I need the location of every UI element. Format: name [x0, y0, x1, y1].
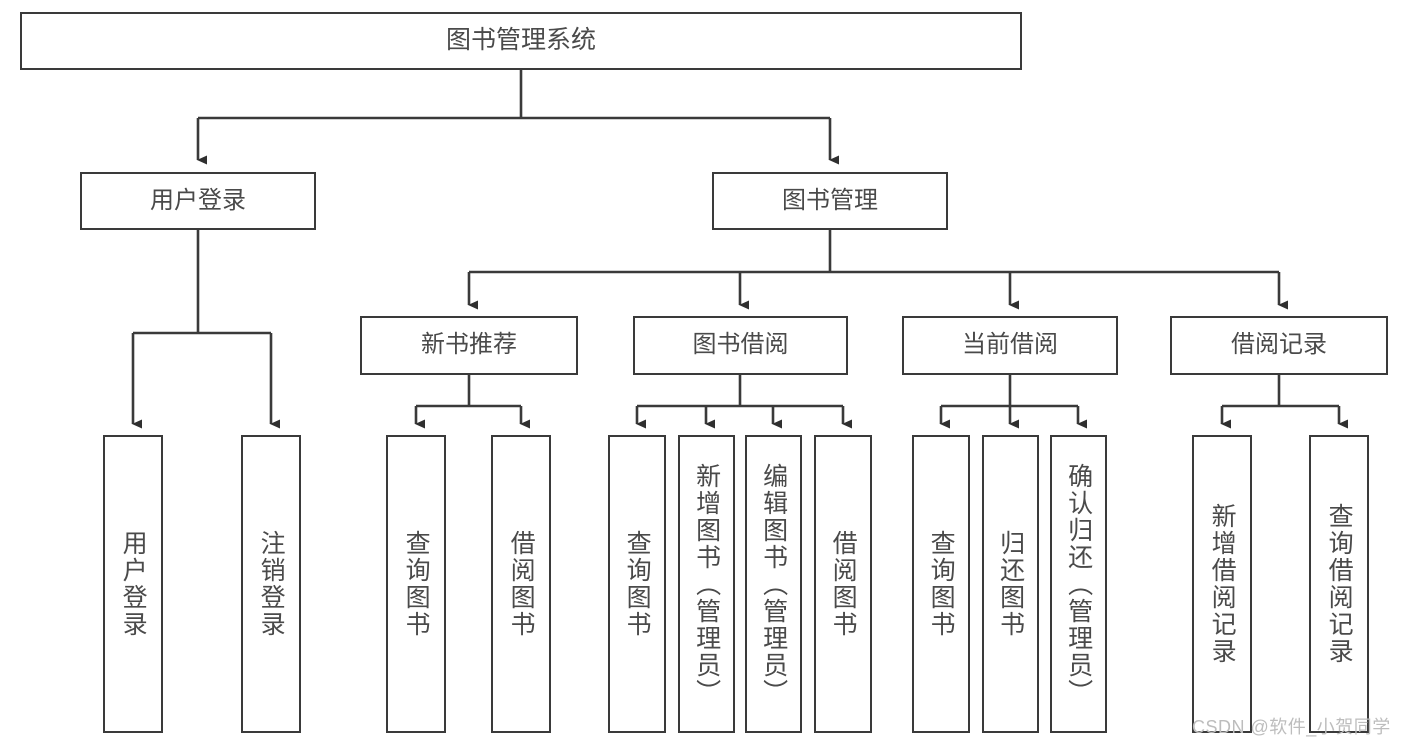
node-root-book-management-system[interactable]: 图书管理系统 — [20, 12, 1022, 70]
node-label: 借阅图书 — [507, 530, 536, 638]
node-label: 查询图书 — [927, 530, 956, 638]
node-label: 当前借阅 — [962, 331, 1058, 359]
node-label: 用户登录 — [119, 530, 148, 638]
leaf-edit-book[interactable]: 编辑图书（管理员） — [745, 435, 802, 733]
node-new-book-recommend[interactable]: 新书推荐 — [360, 316, 578, 375]
node-label: 查询借阅记录 — [1325, 503, 1354, 665]
node-label: 图书借阅 — [692, 331, 789, 359]
leaf-query-book-1[interactable]: 查询图书 — [386, 435, 446, 733]
node-label: 用户登录 — [150, 186, 246, 214]
leaf-add-book[interactable]: 新增图书（管理员） — [678, 435, 735, 733]
node-user-login[interactable]: 用户登录 — [80, 172, 316, 230]
leaf-user-login[interactable]: 用户登录 — [103, 435, 163, 733]
leaf-add-record[interactable]: 新增借阅记录 — [1192, 435, 1252, 733]
node-label: 编辑图书（管理员） — [759, 462, 788, 706]
node-label: 注销登录 — [257, 530, 286, 638]
node-label: 新增借阅记录 — [1208, 503, 1237, 665]
leaf-query-record[interactable]: 查询借阅记录 — [1309, 435, 1369, 733]
leaf-confirm-return[interactable]: 确认归还（管理员） — [1050, 435, 1107, 733]
node-current-borrow[interactable]: 当前借阅 — [902, 316, 1118, 375]
node-label: 确认归还（管理员） — [1064, 462, 1093, 706]
node-label: 借阅记录 — [1231, 331, 1327, 359]
node-label: 查询图书 — [402, 530, 431, 638]
leaf-borrow-book-1[interactable]: 借阅图书 — [491, 435, 551, 733]
node-label: 新书推荐 — [421, 331, 517, 359]
node-label: 图书管理 — [782, 186, 878, 214]
node-book-borrow[interactable]: 图书借阅 — [633, 316, 848, 375]
node-book-management[interactable]: 图书管理 — [712, 172, 948, 230]
leaf-query-book-2[interactable]: 查询图书 — [608, 435, 666, 733]
node-borrow-record[interactable]: 借阅记录 — [1170, 316, 1388, 375]
leaf-return-book[interactable]: 归还图书 — [982, 435, 1039, 733]
leaf-logout[interactable]: 注销登录 — [241, 435, 301, 733]
leaf-query-book-3[interactable]: 查询图书 — [912, 435, 970, 733]
leaf-borrow-book-2[interactable]: 借阅图书 — [814, 435, 872, 733]
node-label: 新增图书（管理员） — [692, 462, 721, 706]
node-label: 归还图书 — [996, 530, 1025, 638]
watermark-text: CSDN @软件_小贺同学 — [1192, 717, 1391, 737]
node-label: 借阅图书 — [829, 530, 858, 638]
node-label: 查询图书 — [623, 530, 652, 638]
node-label: 图书管理系统 — [445, 26, 596, 55]
